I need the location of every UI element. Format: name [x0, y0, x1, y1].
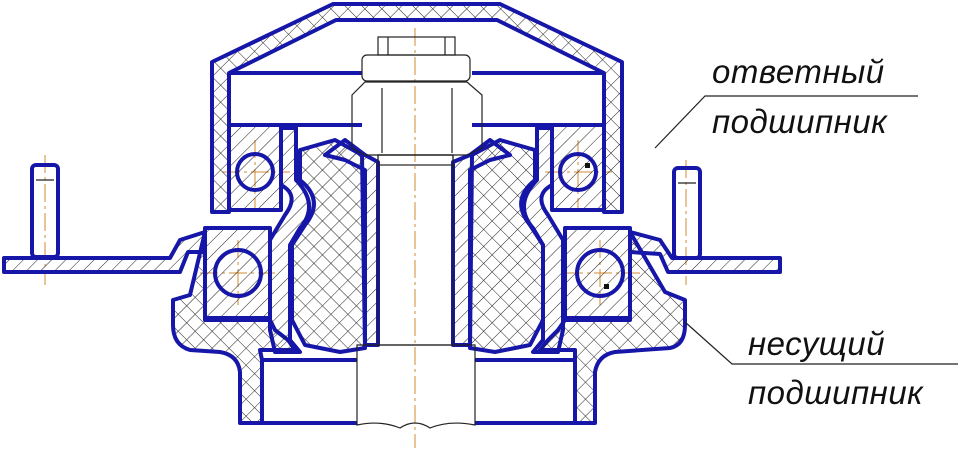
counter-bearing-right: [550, 123, 606, 212]
label-counter-bearing-line1: ответный: [712, 53, 885, 90]
support-bearing-left: [203, 226, 272, 320]
mounting-plate-right: [628, 230, 782, 274]
stud-right: [672, 166, 702, 260]
rubber-block-right: [468, 138, 545, 354]
label-support-bearing-line1: несущий: [748, 325, 886, 362]
rubber-block-left: [290, 138, 367, 354]
sleeve-left: [268, 126, 311, 354]
support-bearing-right: [563, 226, 632, 320]
leader-counter-bearing: [654, 95, 918, 149]
stud-left: [30, 163, 60, 259]
label-support-bearing-line2: подшипник: [748, 374, 924, 411]
leader-support-bearing: [684, 321, 958, 365]
mounting-plate-left: [2, 230, 207, 274]
counter-bearing-left: [227, 123, 283, 212]
nut: [351, 54, 483, 166]
label-counter-bearing-line2: подшипник: [712, 103, 888, 140]
sleeve-right: [522, 126, 565, 354]
